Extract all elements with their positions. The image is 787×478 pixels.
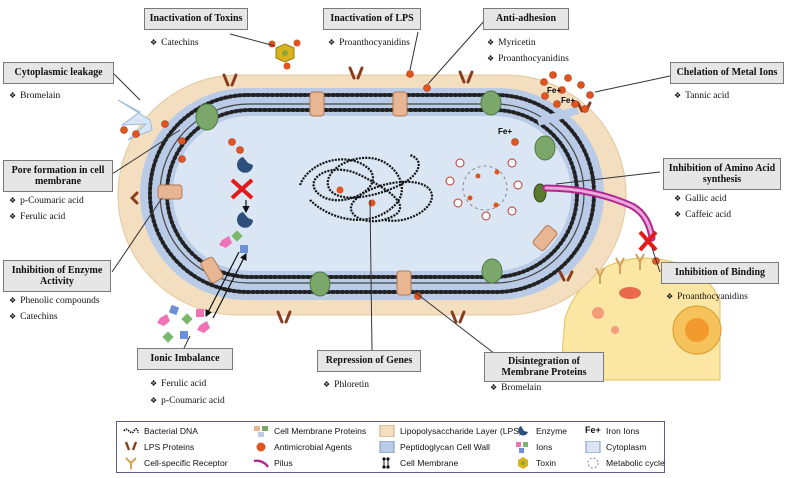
lps-protein-icon — [123, 441, 139, 453]
box-title: Disintegration of Membrane Proteins — [501, 355, 587, 379]
box-title: Inactivation of LPS — [330, 13, 414, 25]
lps-layer-icon — [379, 424, 395, 438]
box-title: Ionic Imbalance — [150, 353, 220, 365]
chelation-of-metal-ions-box: Chelation of Metal Ions — [670, 62, 784, 84]
enzyme-agent-2: ❖Catechins — [9, 312, 58, 322]
toxins-agent-1: ❖Catechins — [150, 38, 199, 48]
repression-of-genes-box: Repression of Genes — [317, 350, 421, 372]
membrane-protein-icon — [253, 425, 269, 437]
inactivation-of-lps-box: Inactivation of LPS — [323, 8, 421, 30]
box-title: Chelation of Metal Ions — [676, 67, 778, 79]
legend: Bacterial DNA LPS Proteins Cell-specific… — [116, 421, 665, 473]
metabolic-cycle-icon — [585, 457, 601, 469]
cell-membrane-icon — [379, 457, 395, 469]
box-title: Inhibition of Amino Acid synthesis — [668, 162, 776, 186]
enzyme-icon — [515, 425, 531, 437]
legend-item-antimicrobial-agents: Antimicrobial Agents — [253, 441, 352, 453]
disintegration-of-membrane-proteins-box: Disintegration of Membrane Proteins — [484, 352, 604, 382]
ionic-agent-1: ❖Ferulic acid — [150, 379, 207, 389]
binding-agent-1: ❖Proanthocyanidins — [666, 292, 748, 302]
legend-item-metabolic-cycle: Metabolic cycle — [585, 457, 665, 469]
pore-agent-1: ❖p-Coumaric acid — [9, 196, 84, 206]
chelation-agent-1: ❖Tannic acid — [674, 91, 730, 101]
callout-lines — [111, 19, 671, 355]
legend-item-dna: Bacterial DNA — [123, 425, 198, 437]
pilus-icon — [253, 457, 270, 469]
host-cell — [559, 257, 722, 381]
inactivation-of-toxins-box: Inactivation of Toxins — [144, 8, 248, 30]
pilus — [533, 183, 658, 252]
metabolic-cycle — [445, 158, 523, 221]
lps-agent-1: ❖Proanthocyanidins — [328, 38, 410, 48]
ionic-agent-2: ❖p-Coumaric acid — [150, 396, 225, 406]
pore-formation-box: Pore formation in cell membrane — [3, 160, 113, 192]
iron-label: Fe+ — [561, 96, 575, 105]
legend-item-iron-ions: Fe+ Iron Ions — [585, 425, 640, 436]
cytoplasmic-leakage — [117, 99, 153, 141]
legend-item-receptor: Cell-specific Receptor — [123, 457, 228, 469]
inhibition-of-amino-acid-synthesis-box: Inhibition of Amino Acid synthesis — [663, 158, 781, 190]
amino-agent-2: ❖Caffeic acid — [674, 210, 732, 220]
box-title: Inactivation of Toxins — [149, 13, 243, 25]
box-title: Cytoplasmic leakage — [14, 67, 103, 79]
adhesion-agent-1: ❖Myricetin — [487, 38, 536, 48]
pore-agent-2: ❖Ferulic acid — [9, 212, 66, 222]
legend-item-peptidoglycan: Peptidoglycan Cell Wall — [379, 440, 490, 454]
cytoplasm-icon — [585, 440, 601, 454]
membrane-proteins — [195, 90, 556, 297]
box-title: Repression of Genes — [325, 355, 413, 367]
toxin-icon — [515, 457, 531, 469]
antimicrobial-agent-icon — [253, 441, 269, 453]
legend-item-cytoplasm: Cytoplasm — [585, 440, 647, 454]
box-title: Anti-adhesion — [495, 13, 556, 25]
iron-ion-cluster: Fe+ Fe+ Fe+ — [498, 71, 594, 136]
legend-item-membrane-proteins: Cell Membrane Proteins — [253, 425, 366, 437]
iron-ion-icon: Fe+ — [585, 425, 601, 435]
bacterial-dna — [298, 153, 434, 223]
legend-item-toxin: Toxin — [515, 457, 556, 469]
ions-icon — [515, 441, 531, 453]
inhibition-of-enzyme-activity-box: Inhibition of Enzyme Activity — [3, 260, 111, 292]
legend-item-enzyme: Enzyme — [515, 425, 567, 437]
peptidoglycan-icon — [379, 440, 395, 454]
antimicrobial-agents — [120, 70, 660, 300]
genes-agent-1: ❖Phloretin — [323, 380, 370, 390]
ions — [157, 230, 248, 343]
inhibition-of-binding-box: Inhibition of Binding — [661, 262, 779, 284]
iron-channel — [536, 106, 580, 126]
toxin — [268, 39, 301, 70]
disint-agent-1: ❖Bromelain — [490, 383, 542, 393]
adhesion-agent-2: ❖Proanthocyanidins — [487, 54, 569, 64]
iron-label: Fe+ — [547, 86, 561, 95]
legend-item-ions: Ions — [515, 441, 552, 453]
legend-item-lps-proteins: LPS Proteins — [123, 441, 194, 453]
dna-icon — [123, 425, 139, 437]
cytoplasm — [173, 116, 571, 271]
box-title: Inhibition of Enzyme Activity — [11, 264, 103, 288]
legend-item-pilus: Pilus — [253, 457, 293, 469]
cytoplasmic-leakage-box: Cytoplasmic leakage — [3, 62, 114, 84]
box-title: Inhibition of Binding — [674, 267, 766, 279]
anti-adhesion-box: Anti-adhesion — [483, 8, 569, 30]
enzyme-inhibition — [230, 157, 254, 228]
enzyme-agent-1: ❖Phenolic compounds — [9, 296, 100, 306]
cytoleak-agent-1: ❖Bromelain — [9, 91, 61, 101]
cell-specific-receptors — [595, 253, 645, 284]
receptor-icon — [123, 457, 139, 469]
box-title: Pore formation in cell membrane — [11, 164, 105, 188]
legend-item-cell-membrane: Cell Membrane — [379, 457, 458, 469]
amino-agent-1: ❖Gallic acid — [674, 194, 727, 204]
iron-label: Fe+ — [498, 127, 512, 136]
ionic-imbalance-box: Ionic Imbalance — [137, 348, 233, 370]
channel-proteins — [157, 91, 558, 296]
legend-item-lps-layer: Lipopolysaccharide Layer (LPS) — [379, 424, 522, 438]
